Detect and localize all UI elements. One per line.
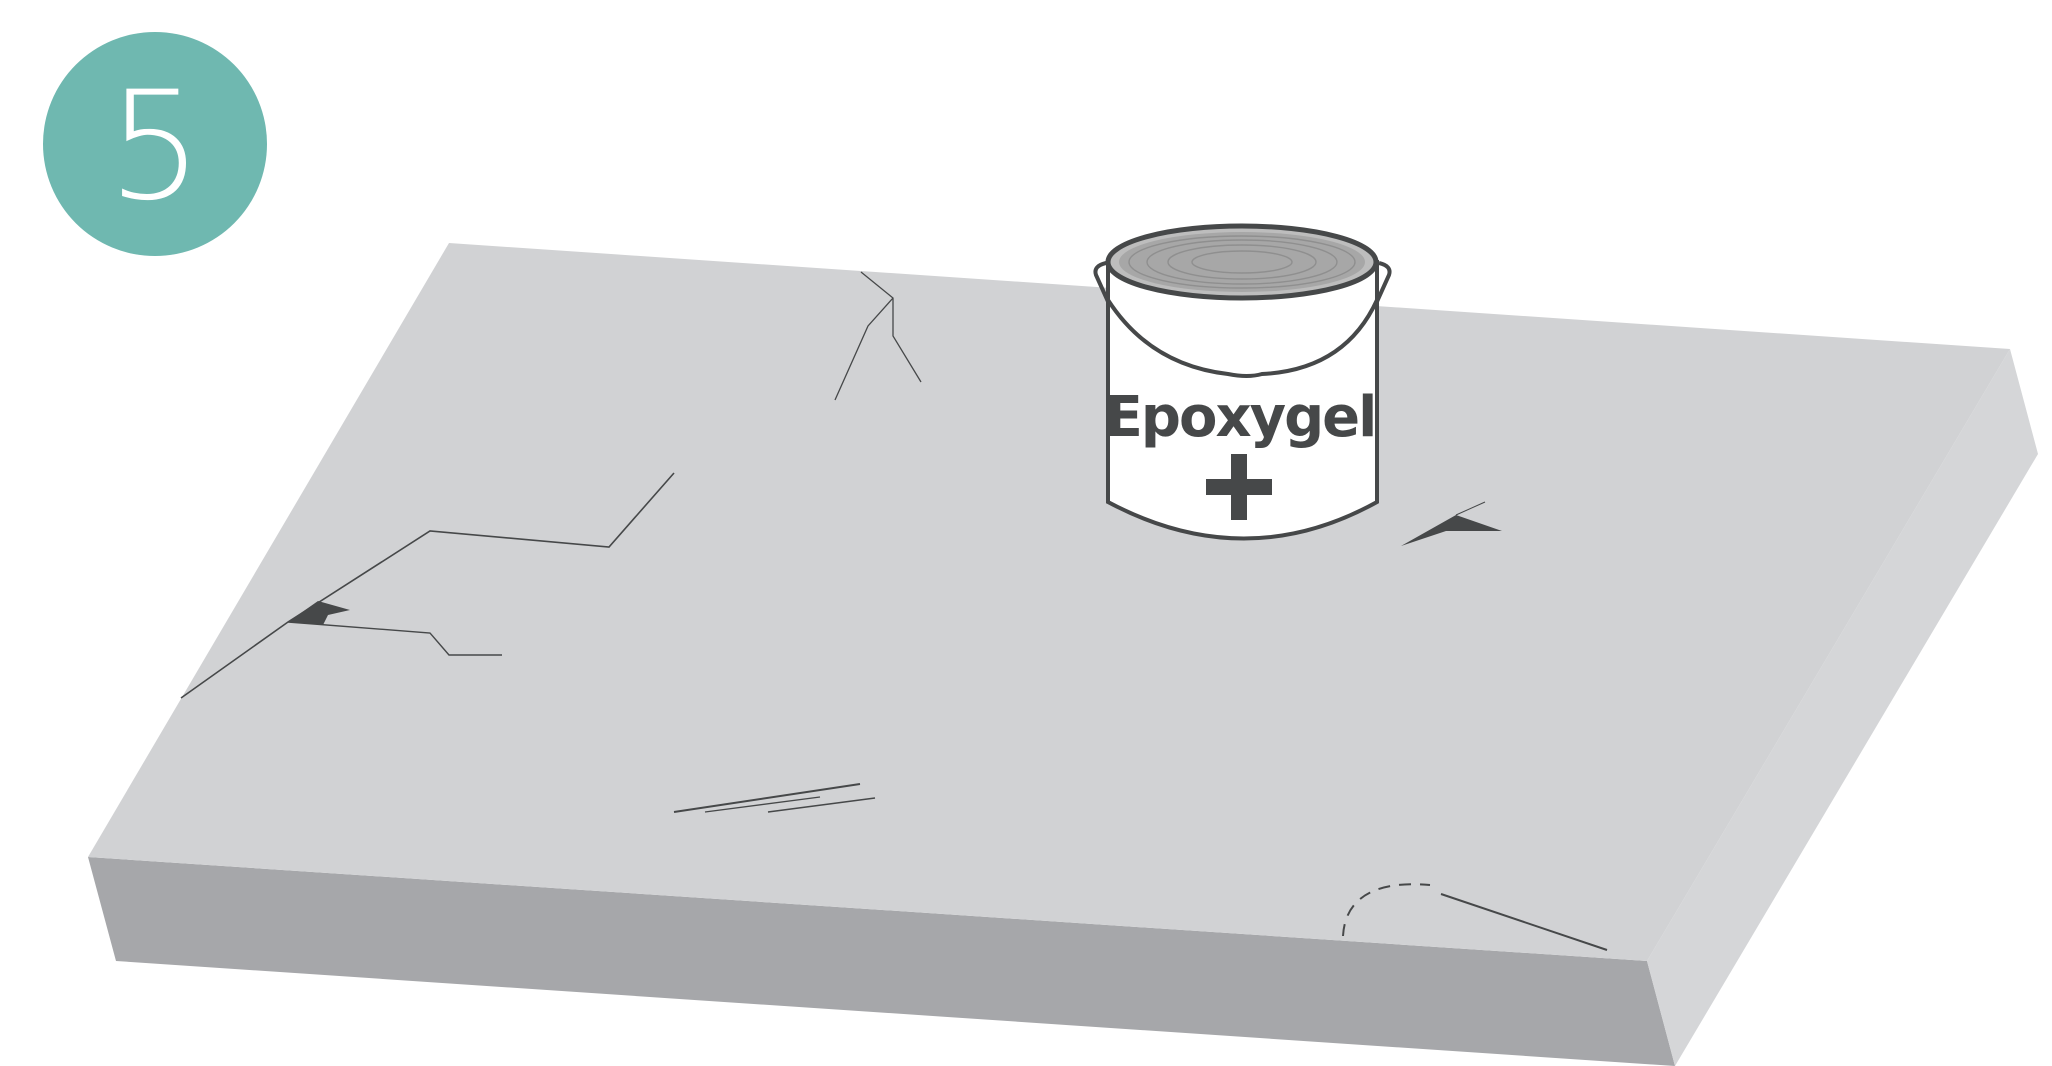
crack-right-hairline <box>1455 501 1486 516</box>
can-label-text: Epoxygel <box>1105 385 1376 450</box>
spall-left <box>288 601 350 625</box>
step-number: 5 <box>107 60 202 234</box>
scratch-3 <box>767 797 876 813</box>
crack-left-lower <box>287 621 502 656</box>
scratch-1 <box>673 783 861 813</box>
can-lid-rings <box>1128 235 1356 289</box>
crack-left-upper <box>180 472 675 699</box>
can-body <box>1106 260 1379 541</box>
can-lid <box>1119 232 1365 292</box>
step-badge-circle <box>43 32 267 256</box>
surface-cracks <box>180 271 1608 951</box>
concrete-slab <box>88 243 2038 1066</box>
epoxygel-can: Epoxygel <box>1093 223 1392 541</box>
slab-front-face <box>88 857 1675 1066</box>
can-handle <box>1093 261 1392 307</box>
step-badge: 5 <box>43 32 267 256</box>
slab-side-face <box>1647 349 2038 1066</box>
slab-top-face <box>88 243 2010 961</box>
crack-dashed-arc <box>1342 883 1431 937</box>
crack-top <box>860 271 922 383</box>
scratch-2 <box>704 796 821 813</box>
crack-bottom-right <box>1440 893 1608 951</box>
spall-right <box>1401 515 1502 546</box>
can-label-band <box>1106 298 1379 378</box>
plus-icon <box>1206 454 1272 520</box>
crack-top-branch <box>834 297 894 401</box>
